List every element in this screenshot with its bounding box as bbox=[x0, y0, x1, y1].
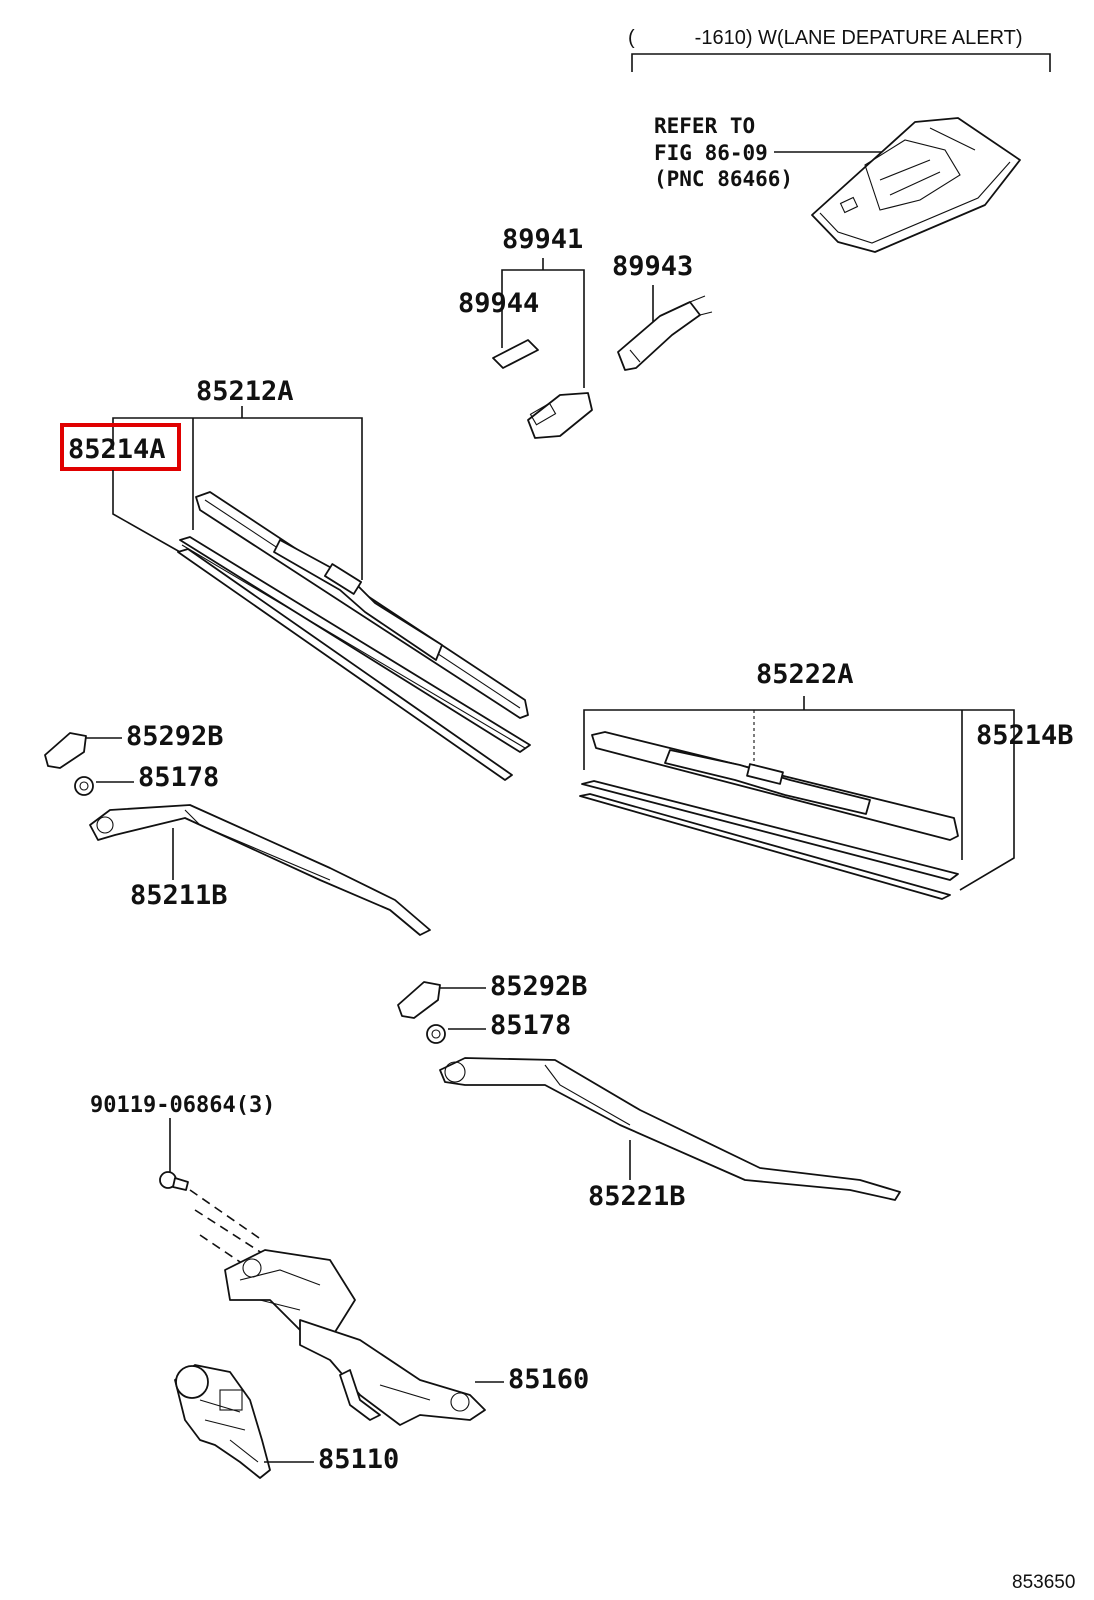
part-85214B-rubber[interactable] bbox=[579, 780, 959, 900]
part-85292B-cap-upper[interactable] bbox=[44, 732, 87, 769]
figure-code: 853650 bbox=[1012, 1572, 1075, 1593]
part-89944-pad[interactable] bbox=[492, 339, 539, 369]
part-85222A-blade[interactable] bbox=[591, 731, 959, 841]
label-85214A[interactable]: 85214A bbox=[68, 434, 166, 465]
part-89941-sensor[interactable] bbox=[527, 392, 593, 439]
label-89943[interactable]: 89943 bbox=[612, 251, 693, 282]
part-85178-nut-lower[interactable] bbox=[426, 1024, 446, 1044]
part-85110-motor[interactable] bbox=[174, 1364, 271, 1479]
label-85178-lower[interactable]: 85178 bbox=[490, 1010, 571, 1041]
part-85214A-rubber[interactable] bbox=[177, 536, 531, 781]
label-90119-06864[interactable]: 90119-06864(3) bbox=[90, 1093, 275, 1118]
label-85214B[interactable]: 85214B bbox=[976, 720, 1074, 751]
part-85221B-arm[interactable] bbox=[439, 1057, 901, 1201]
part-85160-linkage[interactable] bbox=[224, 1249, 486, 1426]
reference-line-1: REFER TO bbox=[654, 114, 755, 138]
label-89941[interactable]: 89941 bbox=[502, 224, 583, 255]
reference-note: REFER TO FIG 86-09 (PNC 86466) bbox=[654, 114, 793, 191]
camera-housing-part[interactable] bbox=[811, 117, 1021, 253]
condition-header: ( -1610) W(LANE DEPATURE ALERT) bbox=[628, 27, 1023, 49]
highlight-box bbox=[60, 423, 181, 471]
part-89943-connector[interactable] bbox=[617, 295, 713, 371]
reference-line-2: FIG 86-09 bbox=[654, 141, 768, 165]
label-85110[interactable]: 85110 bbox=[318, 1444, 399, 1475]
part-90119-bolt[interactable] bbox=[159, 1171, 189, 1191]
label-85292B-lower[interactable]: 85292B bbox=[490, 971, 588, 1002]
label-85178-upper[interactable]: 85178 bbox=[138, 762, 219, 793]
label-85211B[interactable]: 85211B bbox=[130, 880, 228, 911]
label-85221B[interactable]: 85221B bbox=[588, 1181, 686, 1212]
label-85212A[interactable]: 85212A bbox=[196, 376, 294, 407]
label-85222A[interactable]: 85222A bbox=[756, 659, 854, 690]
label-89944[interactable]: 89944 bbox=[458, 288, 539, 319]
label-85160[interactable]: 85160 bbox=[508, 1364, 589, 1395]
reference-line-3: (PNC 86466) bbox=[654, 167, 793, 191]
part-85178-nut-upper[interactable] bbox=[74, 776, 94, 796]
part-85211B-arm[interactable] bbox=[89, 804, 431, 936]
label-85292B-upper[interactable]: 85292B bbox=[126, 721, 224, 752]
part-85212A-blade[interactable] bbox=[195, 491, 529, 719]
condition-bracket bbox=[631, 53, 1051, 72]
part-85292B-cap-lower[interactable] bbox=[397, 981, 441, 1019]
